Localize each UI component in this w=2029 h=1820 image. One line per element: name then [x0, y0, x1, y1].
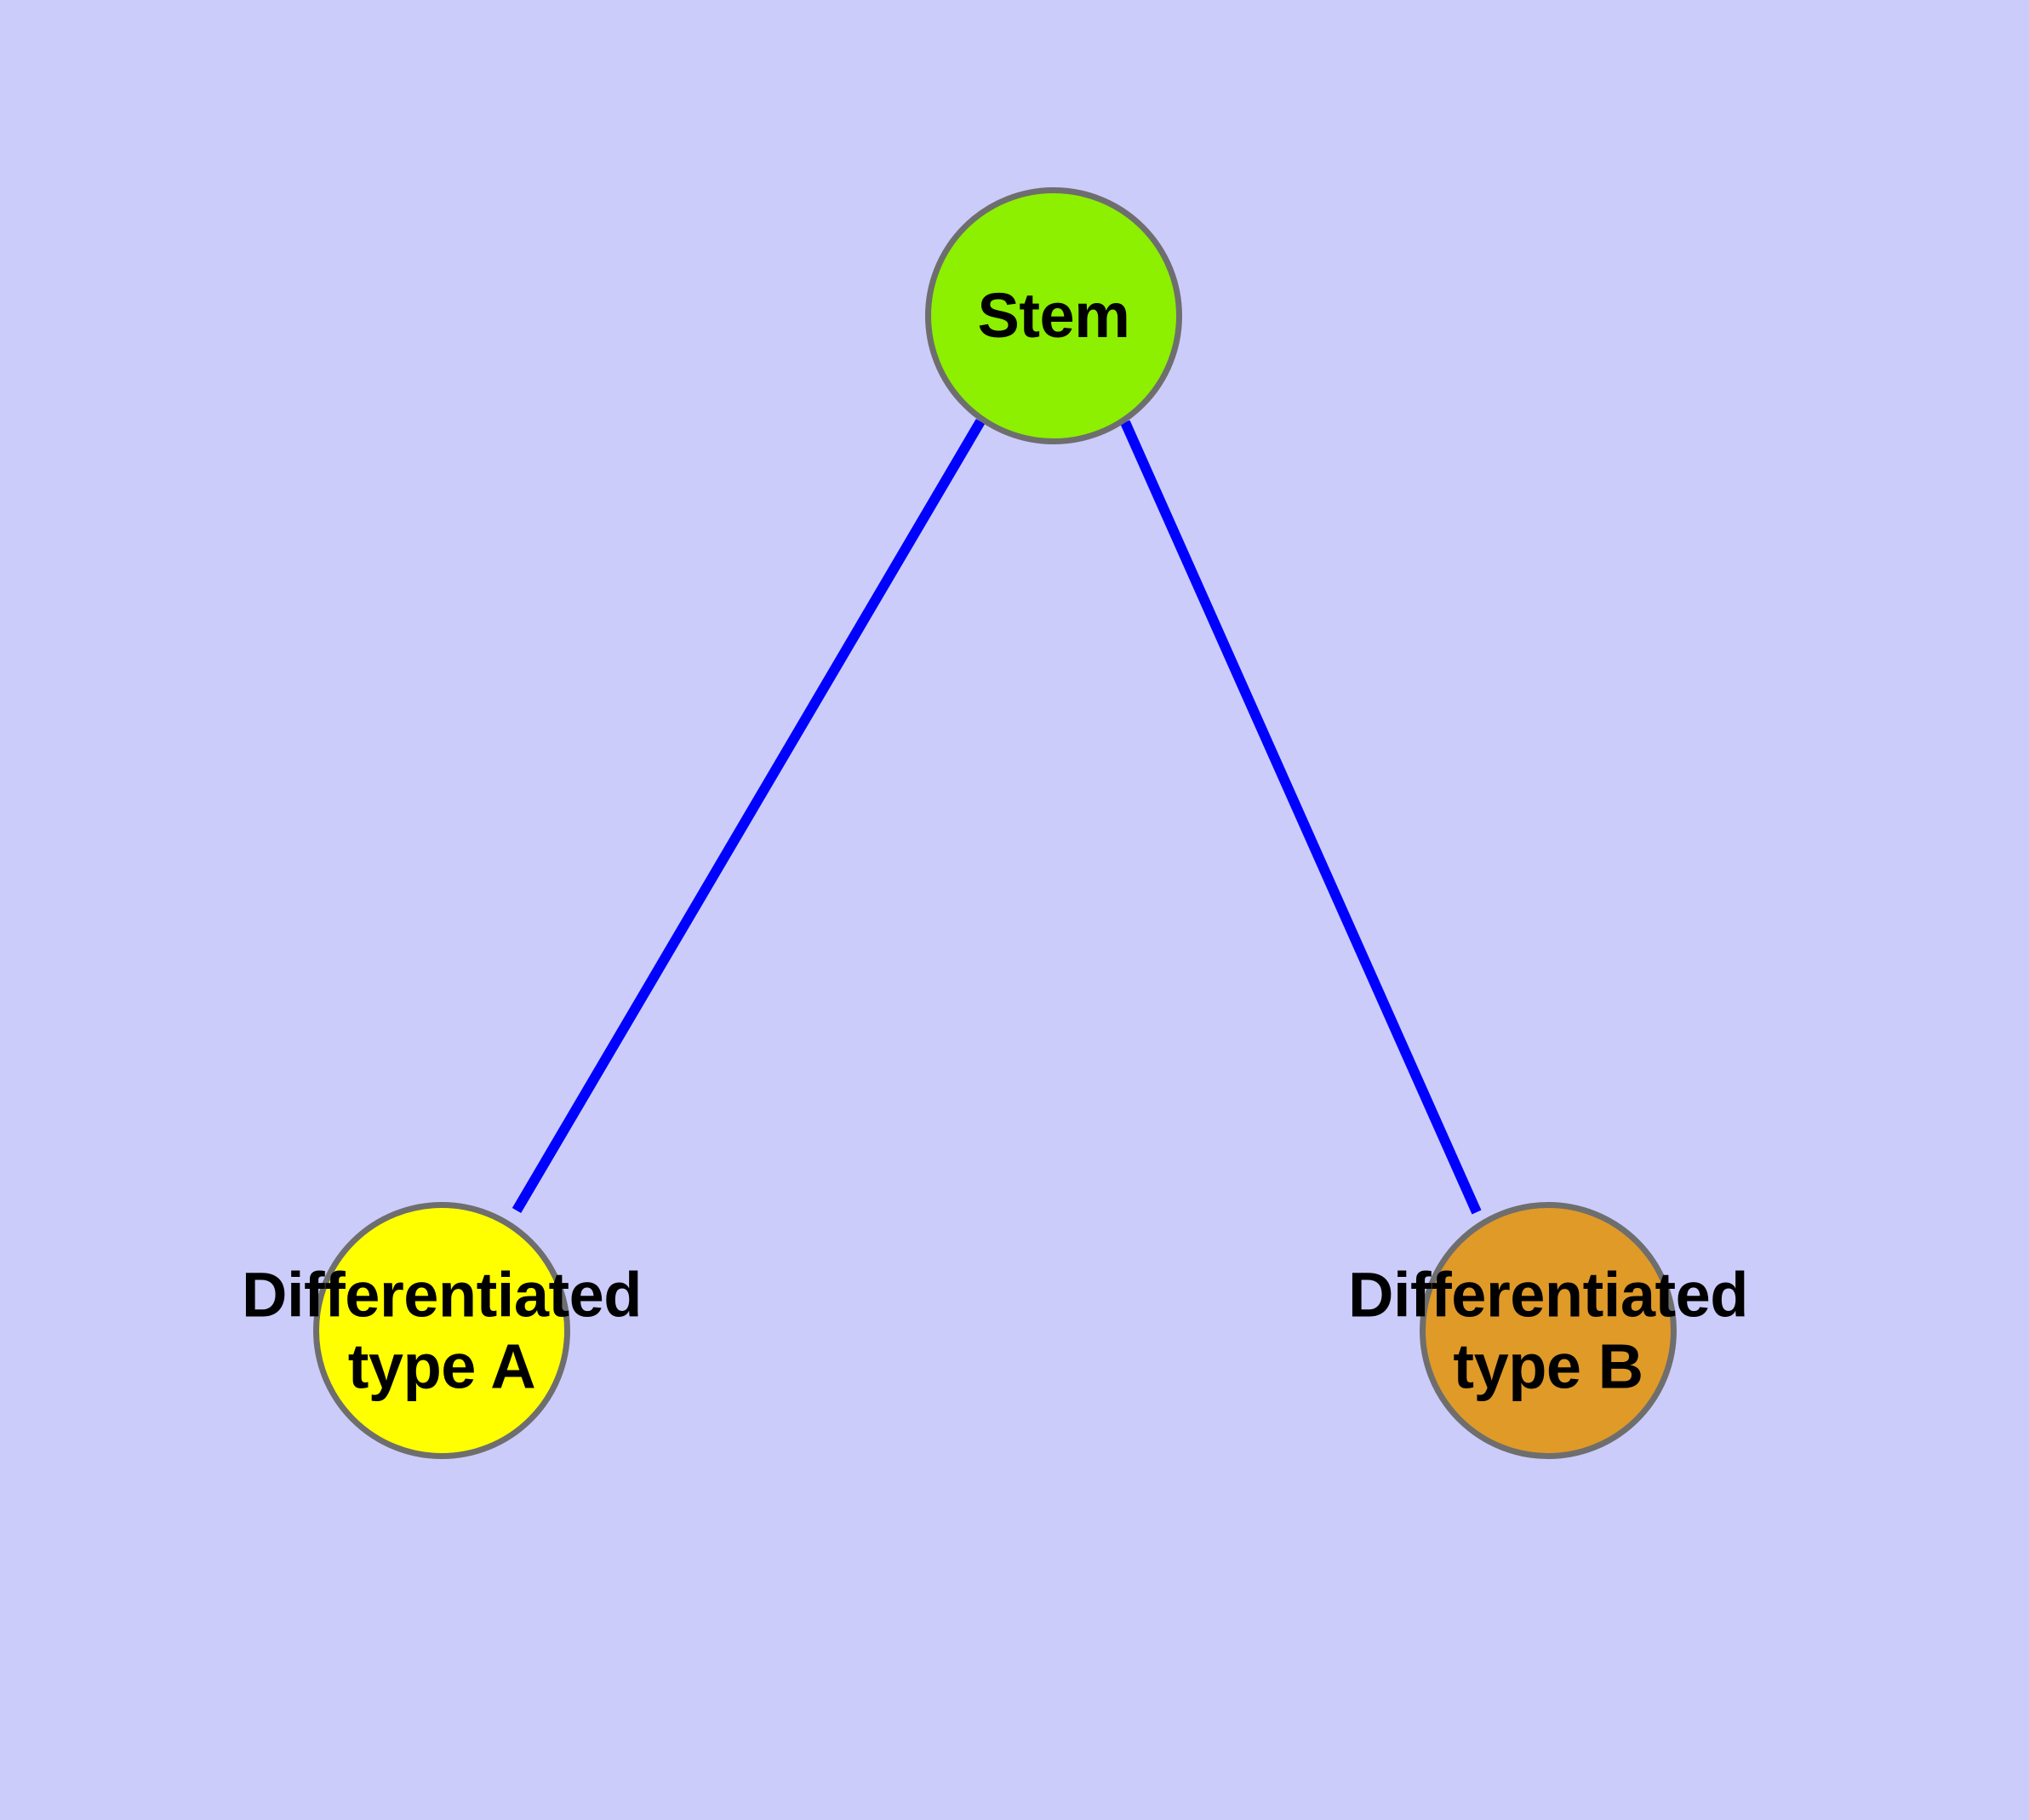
edge-stem-to-differentiated-type-b[interactable]	[1120, 420, 1482, 1215]
node-stem[interactable]	[925, 187, 1182, 444]
node-differentiated-type-b[interactable]	[1420, 1202, 1677, 1459]
edge-stem-to-differentiated-type-a[interactable]	[512, 418, 986, 1214]
node-differentiated-type-a[interactable]	[313, 1202, 570, 1459]
